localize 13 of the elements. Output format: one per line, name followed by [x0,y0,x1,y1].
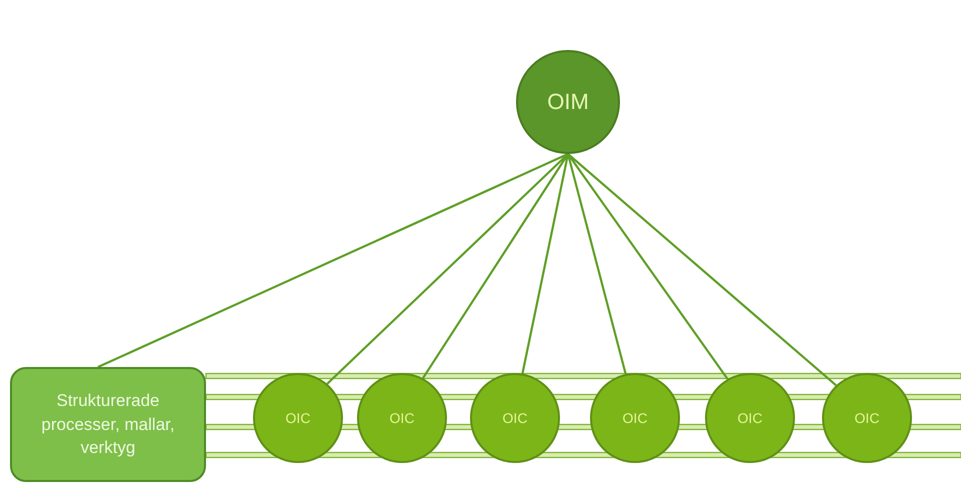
connector-line [521,154,570,374]
connector-line [98,153,568,368]
node-label: OIM [547,89,589,115]
rounded-box [10,367,206,482]
node-label: Strukturerade processer, mallar, verktyg [40,390,176,460]
node-label: OIC [390,410,414,426]
node-label: OIC [854,410,880,426]
node-label: OIC [622,410,648,426]
node-label: OIC [286,410,310,426]
connector-line [567,153,837,386]
node-label: OIC [738,410,762,426]
connector-line [566,154,627,374]
node-label: OIC [502,410,528,426]
